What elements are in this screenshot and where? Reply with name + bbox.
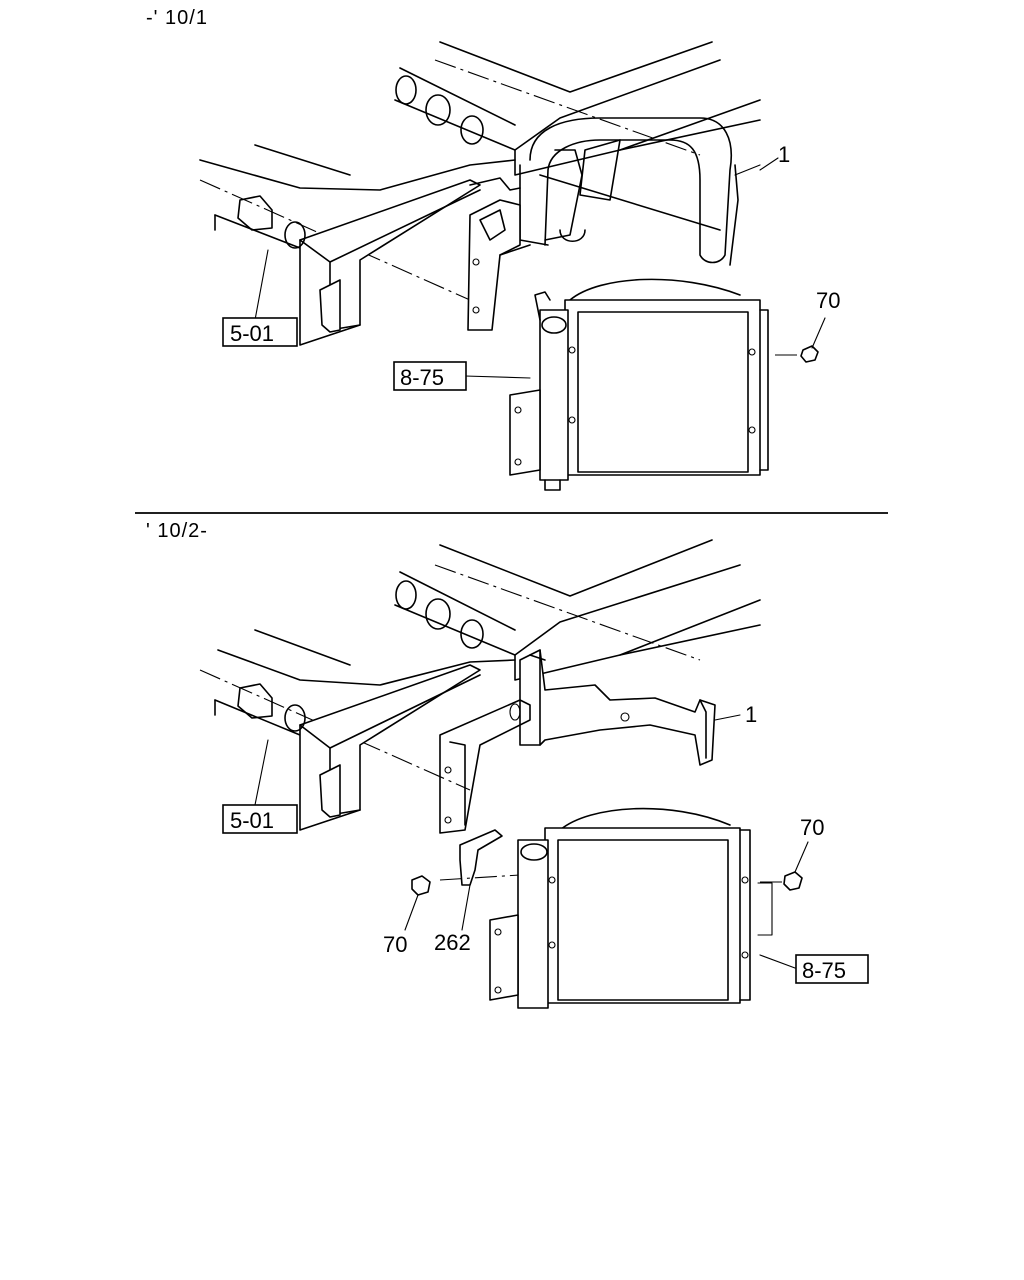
- nut-70-right: [760, 841, 809, 891]
- ref-8-75-label-2: 8-75: [802, 958, 846, 983]
- radiator-assembly-1: [509, 278, 800, 491]
- part-1-label-2: 1: [745, 702, 757, 727]
- ref-5-01-label-2: 5-01: [230, 808, 274, 833]
- side-frame-rail-1: [199, 144, 516, 346]
- nut-70-v1: [800, 317, 826, 363]
- part-70-label-left: 70: [383, 932, 407, 957]
- part-262-label: 262: [434, 930, 471, 955]
- section-1: -' 10/1: [146, 7, 840, 491]
- section-1-header: -' 10/1: [146, 7, 208, 29]
- section-2: ' 10/2-: [146, 520, 869, 1009]
- bracket-part-1-v2: [439, 649, 716, 834]
- nut-70-left: [404, 875, 431, 931]
- side-frame-rail-2: [199, 629, 516, 831]
- radiator-assembly-2: [489, 807, 773, 1009]
- section-2-header: ' 10/2-: [146, 520, 208, 542]
- frame-crossmember-1: [394, 41, 761, 176]
- part-1-label: 1: [778, 142, 790, 167]
- ref-5-01-label: 5-01: [230, 321, 274, 346]
- part-70-label-right: 70: [800, 815, 824, 840]
- part-70-label: 70: [816, 288, 840, 313]
- frame-crossmember-2: [394, 539, 761, 681]
- ref-8-75-label: 8-75: [400, 365, 444, 390]
- bracket-part-1-v1: [467, 117, 761, 331]
- clip-262: [439, 829, 521, 886]
